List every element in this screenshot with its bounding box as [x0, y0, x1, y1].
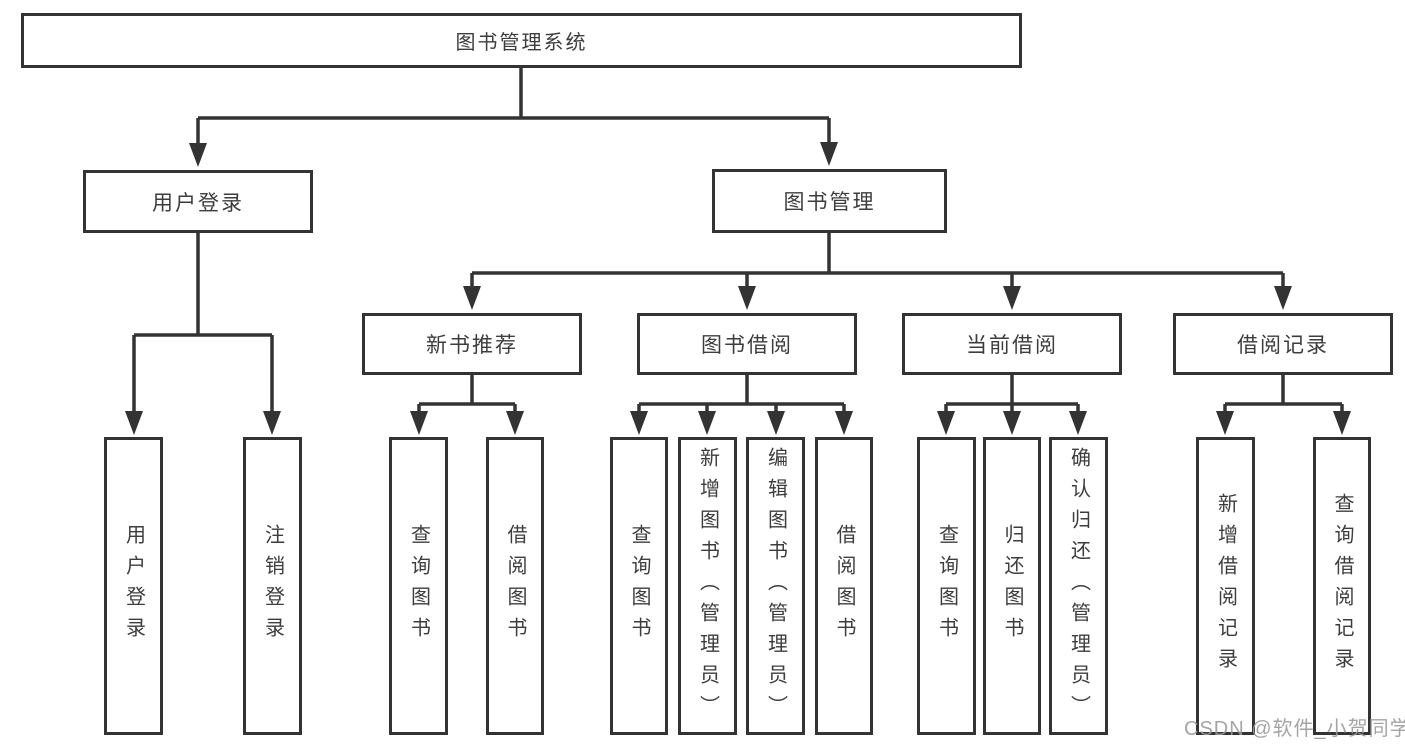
- leaf-label: 新增图书（管理员）: [696, 446, 719, 726]
- leaf-label: 查询图书: [628, 524, 650, 648]
- leaf-label: 查询图书: [935, 524, 958, 648]
- leaf-label: 归还图书: [1001, 524, 1023, 648]
- leaf-query-borrow-record: 查询借阅记录: [1313, 437, 1371, 735]
- leaf-label: 编辑图书（管理员）: [764, 446, 787, 726]
- node-label: 图书管理系统: [455, 32, 588, 54]
- leaf-return-books: 归还图书: [983, 437, 1041, 735]
- node-library-management-system: 图书管理系统: [21, 13, 1022, 68]
- leaf-label: 用户登录: [122, 524, 145, 648]
- node-current-borrowing: 当前借阅: [902, 313, 1122, 375]
- leaf-query-books-newbook: 查询图书: [389, 437, 448, 735]
- node-new-book-recommendation: 新书推荐: [362, 313, 582, 375]
- leaf-query-books-current: 查询图书: [917, 437, 976, 735]
- leaf-label: 新增借阅记录: [1214, 493, 1237, 679]
- leaf-label: 借阅图书: [833, 524, 855, 648]
- leaf-label: 查询图书: [407, 524, 430, 648]
- node-label: 图书借阅: [701, 334, 793, 357]
- node-label: 图书管理: [783, 191, 876, 214]
- csdn-watermark: CSDN @软件_小贺同学: [1184, 718, 1405, 740]
- leaf-edit-books-admin: 编辑图书（管理员）: [746, 437, 805, 735]
- leaf-label: 注销登录: [261, 524, 284, 648]
- node-label: 新书推荐: [426, 334, 518, 357]
- node-borrowing-records: 借阅记录: [1173, 313, 1393, 375]
- leaf-borrow-books-newbook: 借阅图书: [486, 437, 544, 735]
- node-label: 当前借阅: [966, 334, 1058, 357]
- leaf-label: 确认归还（管理员）: [1067, 446, 1090, 726]
- node-book-management: 图书管理: [712, 169, 947, 233]
- node-user-login: 用户登录: [83, 170, 313, 233]
- node-label: 用户登录: [152, 191, 244, 215]
- node-book-borrowing: 图书借阅: [637, 313, 857, 375]
- leaf-confirm-return-admin: 确认归还（管理员）: [1049, 437, 1108, 735]
- leaf-label: 借阅图书: [504, 524, 526, 648]
- leaf-user-login: 用户登录: [104, 437, 163, 735]
- leaf-add-borrow-record: 新增借阅记录: [1196, 437, 1255, 735]
- node-label: 借阅记录: [1237, 334, 1329, 357]
- leaf-query-books-borrowing: 查询图书: [610, 437, 668, 735]
- leaf-label: 查询借阅记录: [1331, 493, 1353, 679]
- leaf-borrow-books-borrowing: 借阅图书: [815, 437, 873, 735]
- leaf-add-books-admin: 新增图书（管理员）: [678, 437, 737, 735]
- leaf-logout: 注销登录: [243, 437, 302, 735]
